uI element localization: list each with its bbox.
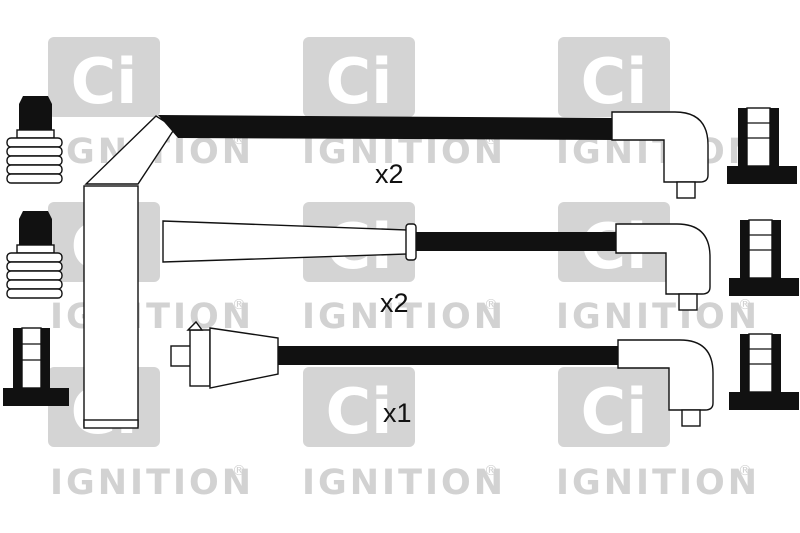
watermark-tile: Ci IGNITION ® bbox=[302, 37, 503, 172]
watermark-registered-mark: ® bbox=[484, 463, 498, 479]
watermark-tile: Ci IGNITION ® bbox=[556, 37, 757, 172]
lead-1 bbox=[83, 111, 709, 429]
lead-2 bbox=[162, 220, 711, 311]
watermark-logo-text: Ci bbox=[581, 375, 648, 448]
set-2-quantity-label: x2 bbox=[380, 288, 409, 318]
watermark-grid: Ci IGNITION ® Ci IGNITION ® Ci IGNITION … bbox=[48, 37, 760, 503]
watermark-logo-box bbox=[558, 37, 670, 117]
watermark-tile: Ci IGNITION ® bbox=[48, 202, 251, 337]
lead-3-cable bbox=[278, 346, 622, 365]
right-boot-terminal-1 bbox=[727, 107, 797, 184]
watermark-logo-text: Ci bbox=[326, 375, 393, 448]
right-boot-terminal-3 bbox=[729, 333, 799, 410]
watermark-word: IGNITION bbox=[556, 297, 760, 337]
watermark-logo-box bbox=[303, 367, 415, 447]
watermark-word: IGNITION bbox=[50, 463, 254, 503]
watermark-registered-mark: ® bbox=[738, 463, 752, 479]
lead-2-cable bbox=[416, 232, 620, 251]
watermark-word: IGNITION bbox=[556, 463, 760, 503]
lead-1-cable bbox=[158, 115, 614, 140]
set-1-quantity-label: x2 bbox=[375, 159, 404, 189]
right-boot-terminal-2 bbox=[729, 219, 799, 296]
watermark-registered-mark: ® bbox=[484, 297, 498, 313]
watermark-registered-mark: ® bbox=[232, 297, 246, 313]
left-terminal-cap-2 bbox=[6, 211, 63, 299]
watermark-tile: Ci IGNITION ® bbox=[48, 367, 254, 503]
watermark-word: IGNITION bbox=[302, 463, 506, 503]
set-3-quantity-label: x1 bbox=[383, 398, 412, 428]
watermark-logo-text: Ci bbox=[71, 45, 138, 118]
watermark-tile: Ci IGNITION ® bbox=[556, 202, 760, 337]
lead-1-boot-tube bbox=[83, 185, 139, 427]
watermark-logo-text: Ci bbox=[326, 45, 393, 118]
lead-1-coil-connector bbox=[611, 111, 709, 183]
left-boot-terminal bbox=[3, 327, 69, 406]
lead-3-plug-connector bbox=[617, 339, 714, 411]
watermark-registered-mark: ® bbox=[738, 297, 752, 313]
lead-2-coil-connector bbox=[615, 223, 711, 295]
watermark-tile: Ci IGNITION ® bbox=[556, 367, 760, 503]
watermark-registered-mark: ® bbox=[232, 463, 246, 479]
lead-3 bbox=[170, 320, 714, 427]
watermark-logo-box bbox=[558, 367, 670, 447]
watermark-logo-box bbox=[48, 37, 160, 117]
watermark-tile: Ci IGNITION ® bbox=[302, 367, 506, 503]
lead-3-coil-end-boot bbox=[209, 327, 279, 389]
watermark-word: IGNITION bbox=[302, 297, 506, 337]
watermark-logo-box bbox=[303, 37, 415, 117]
watermark-logo-text: Ci bbox=[581, 45, 648, 118]
left-terminal-cap-1 bbox=[6, 96, 63, 184]
lead-3-coil-end-collar bbox=[189, 329, 211, 387]
watermark-tile: Ci IGNITION ® bbox=[302, 202, 506, 337]
